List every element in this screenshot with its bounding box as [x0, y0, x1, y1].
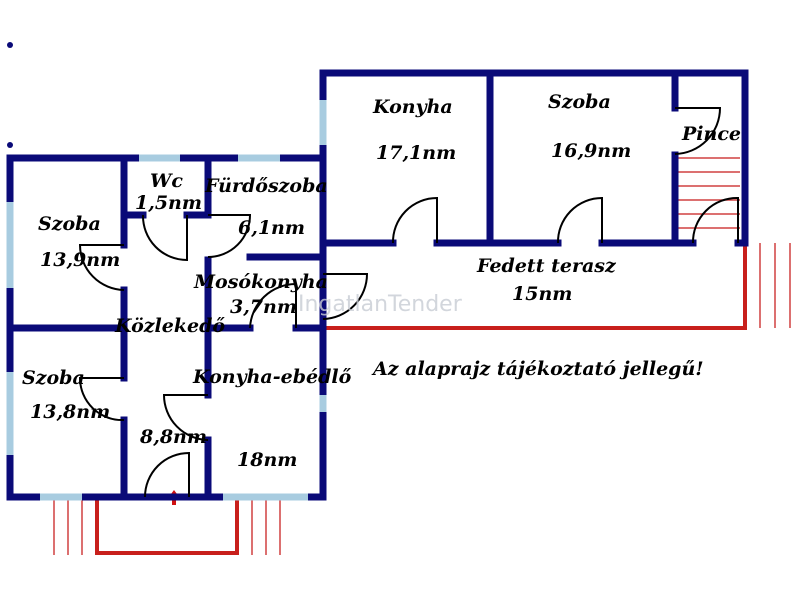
room-name-mosokonyha: Mosókonyha: [193, 271, 328, 293]
room-area-szoba-1: 13,9nm: [40, 249, 120, 271]
room-name-konyha: Konyha: [372, 96, 453, 118]
disclaimer-note: Az alaprajz tájékoztató jellegű!: [371, 358, 704, 380]
room-name-szoba-1: Szoba: [38, 213, 101, 235]
room-name-furdoszoba: Fürdőszoba: [204, 175, 328, 197]
windows: [6, 100, 327, 501]
room-area-kozlekedo: 8,8nm: [139, 426, 207, 448]
cellar-stairs: [678, 157, 740, 229]
entrance-porch: [95, 497, 239, 555]
room-area-furdoszoba: 6,1nm: [238, 217, 305, 239]
room-name-pince: Pince: [681, 123, 741, 145]
room-name-konyha-ebedlo: Konyha-ebédlő: [192, 366, 352, 388]
watermark: IngatlanTender: [298, 292, 463, 317]
room-area-szoba-2: 13,8nm: [30, 401, 110, 423]
room-name-wc: Wc: [150, 170, 183, 192]
terrace-steps: [759, 243, 791, 328]
marker-dot: [7, 142, 13, 148]
marker-dot: [7, 42, 13, 48]
doors: [78, 107, 739, 498]
walls: [6, 69, 749, 501]
room-area-konyha-ebedlo: 18nm: [237, 449, 297, 471]
room-area-konyha: 17,1nm: [376, 142, 456, 164]
room-name-szoba-2: Szoba: [22, 367, 85, 389]
room-name-szoba-3: Szoba: [548, 91, 611, 113]
room-area-mosokonyha: 3,7nm: [230, 296, 297, 318]
entrance-steps: [53, 500, 281, 555]
room-name-kozlekedo: Közlekedő: [114, 315, 225, 337]
terrace-outline: [323, 243, 747, 330]
room-area-szoba-3: 16,9nm: [551, 140, 631, 162]
room-area-wc: 1,5nm: [135, 192, 202, 214]
room-area-fedett-terasz: 15nm: [512, 283, 572, 305]
room-name-fedett-terasz: Fedett terasz: [476, 255, 617, 277]
